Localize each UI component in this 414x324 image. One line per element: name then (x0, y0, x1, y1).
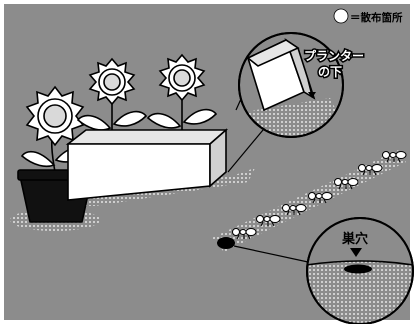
legend-label: ＝散布箇所 (350, 11, 403, 24)
nest-hole (217, 237, 235, 249)
callout-label-nest: 巣穴 (341, 231, 368, 247)
callout-label-planter-line2: の下 (318, 65, 342, 79)
callout-label-planter-line1: プランター (304, 48, 364, 63)
spray-dot-icon (334, 9, 348, 23)
nest-hole-closeup (344, 265, 372, 274)
legend: ＝散布箇所 (334, 9, 403, 24)
